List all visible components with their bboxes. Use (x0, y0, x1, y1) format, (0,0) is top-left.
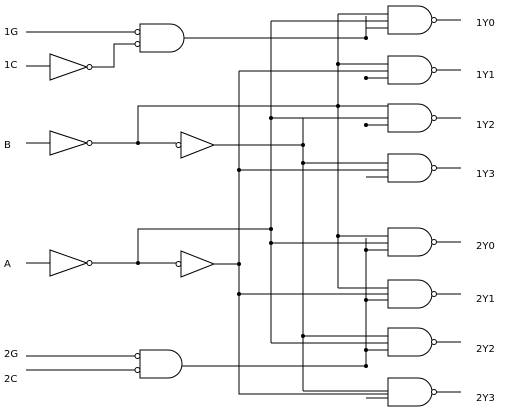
and-gate-1y1 (387, 55, 433, 85)
input-label-a: A (4, 259, 11, 270)
bubble-1y3 (431, 165, 437, 171)
and-bubble-2c (134, 367, 141, 373)
and-gate-enable-1 (139, 23, 185, 53)
junction-dot (364, 36, 368, 40)
bubble-2y2 (431, 339, 437, 345)
junction-dot (237, 292, 241, 296)
junction-dot (336, 234, 340, 238)
junction-dot (136, 261, 140, 265)
and-bubble-1g (134, 29, 141, 35)
input-label-2g: 2G (4, 349, 18, 360)
buffer-bubble-b (175, 142, 182, 148)
buffer-gate-b (180, 131, 216, 159)
junction-dot (269, 227, 273, 231)
buffer-bubble-a (175, 261, 182, 267)
and-gate-enable-2 (139, 349, 183, 379)
and-bubble-1c (134, 41, 141, 47)
wire-b-inv-up (137, 105, 388, 143)
junction-dot (301, 334, 305, 338)
bubble-2y3 (431, 389, 437, 395)
not-bubble-a (86, 260, 93, 266)
and-gate-2y0 (387, 227, 433, 257)
output-label-2y0: 2Y0 (476, 241, 495, 252)
output-gates-group-1 (239, 5, 461, 183)
enable-2-section (26, 238, 367, 379)
bus-a (238, 71, 388, 395)
not-gate-b (49, 130, 89, 156)
junction-dot (301, 143, 305, 147)
output-label-1y2: 1Y2 (476, 120, 495, 131)
junction-dot (364, 76, 368, 80)
junction-dot (301, 161, 305, 165)
enable-1-section (26, 16, 367, 81)
input-label-1c: 1C (4, 60, 17, 71)
junction-dot (364, 348, 368, 352)
wire-1c-inv (92, 43, 135, 68)
junction-dots (136, 36, 368, 368)
not-bubble-1c (86, 64, 93, 70)
input-label-2c: 2C (4, 374, 17, 385)
bubble-1y0 (431, 17, 437, 23)
junction-dot (364, 364, 368, 368)
and-gate-2y3 (387, 377, 433, 407)
output-label-1y1: 1Y1 (476, 70, 495, 81)
output-label-1y0: 1Y0 (476, 18, 495, 29)
output-label-1y3: 1Y3 (476, 169, 495, 180)
junction-dot (336, 104, 340, 108)
output-label-2y1: 2Y1 (476, 294, 495, 305)
output-label-2y3: 2Y3 (476, 393, 495, 404)
enable-1-bus (184, 16, 367, 39)
input-label-b: B (4, 140, 11, 151)
junction-dot (136, 141, 140, 145)
and-gate-1y3 (387, 153, 433, 183)
junction-dot (269, 241, 273, 245)
output-label-2y2: 2Y2 (476, 344, 495, 355)
and-gate-1y0 (387, 5, 433, 35)
and-gate-2y1 (387, 279, 433, 309)
junction-dot (364, 248, 368, 252)
input-a-section (26, 228, 271, 278)
junction-dot (237, 168, 241, 172)
not-gate-a (49, 249, 89, 277)
bubble-2y0 (431, 239, 437, 245)
not-bubble-b (86, 140, 93, 146)
junction-dot (237, 262, 241, 266)
not-gate-1c (49, 53, 89, 81)
and-bubble-2g (134, 353, 141, 359)
bubble-2y1 (431, 291, 437, 297)
input-label-1g: 1G (4, 27, 18, 38)
junction-dot (269, 116, 273, 120)
wire-a-inv-up (137, 228, 271, 263)
output-gates-group-2 (239, 227, 461, 407)
and-gate-1y2 (387, 103, 433, 133)
input-b-section (26, 105, 388, 159)
bubble-1y2 (431, 115, 437, 121)
junction-dot (336, 62, 340, 66)
bubble-1y1 (431, 67, 437, 73)
junction-dot (364, 123, 368, 127)
junction-dot (364, 298, 368, 302)
and-gate-2y2 (387, 327, 433, 357)
buffer-gate-a (180, 250, 216, 278)
